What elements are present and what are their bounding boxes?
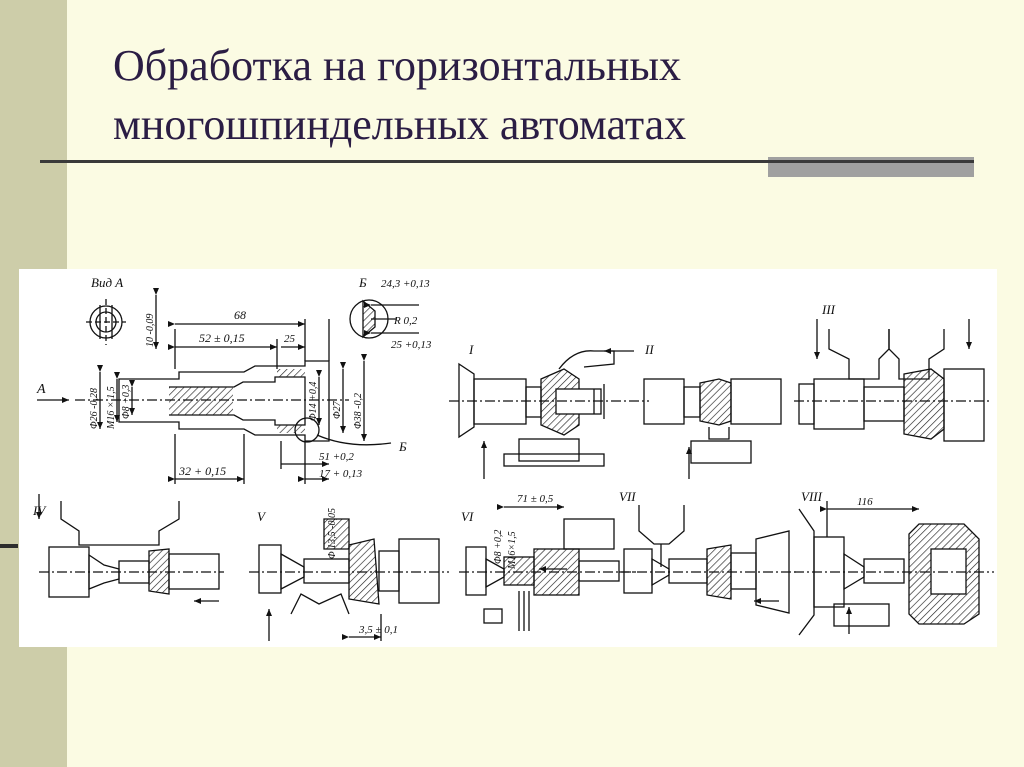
- dim-24-3: 24,3 +0,13: [381, 278, 430, 290]
- detail-b-label: Б: [358, 275, 367, 290]
- position-label-vi: VI: [461, 509, 474, 524]
- machining-diagram: Вид А А Б Б 68 52 ± 0,15 25 24,3 +0,13 R…: [19, 269, 997, 647]
- dim-dia26: Φ26 -0,28: [89, 388, 100, 429]
- dim-m16b: M16×1,5: [507, 531, 518, 570]
- dim-dia14: Φ14 +0,4: [308, 382, 319, 421]
- position-viii: [794, 501, 994, 636]
- position-vi: [459, 504, 639, 631]
- position-v: [249, 518, 449, 641]
- view-a-label: Вид А: [91, 275, 123, 290]
- title-underline-accent: [768, 157, 974, 177]
- dim-dia27: Φ27: [332, 400, 343, 419]
- position-label-iv: IV: [32, 503, 47, 518]
- dim-51: 51 +0,2: [319, 451, 354, 463]
- position-label-v: V: [257, 509, 267, 524]
- part-drawing: [37, 288, 419, 484]
- position-label-viii: VIII: [801, 489, 823, 504]
- side-bar-mark: [0, 544, 18, 548]
- machining-drawing: Вид А А Б Б 68 52 ± 0,15 25 24,3 +0,13 R…: [32, 275, 994, 641]
- position-ii: [643, 378, 782, 479]
- position-vii: [619, 505, 799, 614]
- dim-dia8b: Φ8 +0,2: [493, 530, 504, 564]
- dim-dia13-5: Φ 13,5 -0,05: [327, 508, 338, 559]
- arrow-a-label: А: [36, 382, 46, 397]
- dim-116: 116: [857, 496, 873, 508]
- title-underline: [40, 160, 974, 163]
- position-label-i: I: [468, 342, 474, 357]
- position-i: [449, 348, 649, 479]
- position-label-iii: III: [821, 302, 836, 317]
- dim-52: 52 ± 0,15: [199, 331, 245, 345]
- dim-dia38: Φ38 -0,2: [353, 393, 364, 429]
- dim-17: 17 + 0,13: [319, 468, 363, 480]
- dim-dia8: Φ8 +0,3: [121, 385, 132, 419]
- dim-32: 32 + 0,15: [178, 464, 226, 478]
- dim-25: 25: [284, 333, 296, 345]
- dim-25-013: 25 +0,13: [391, 339, 432, 351]
- dim-71: 71 ± 0,5: [517, 493, 554, 505]
- dim-m16: M16 × 1,5: [106, 386, 117, 430]
- position-iii: [794, 319, 989, 442]
- dim-10: 10 -0,09: [145, 314, 156, 347]
- position-iv: [36, 494, 224, 604]
- dim-68: 68: [234, 308, 246, 322]
- part-outline: [118, 360, 330, 442]
- slide-title: Обработка на горизонтальных многошпиндел…: [113, 41, 687, 149]
- position-label-ii: II: [644, 342, 654, 357]
- position-label-vii: VII: [619, 489, 636, 504]
- section-b-callout: Б: [398, 439, 407, 454]
- dim-3-5: 3,5 ± 0,1: [358, 624, 398, 636]
- dim-r02: R 0,2: [393, 315, 418, 327]
